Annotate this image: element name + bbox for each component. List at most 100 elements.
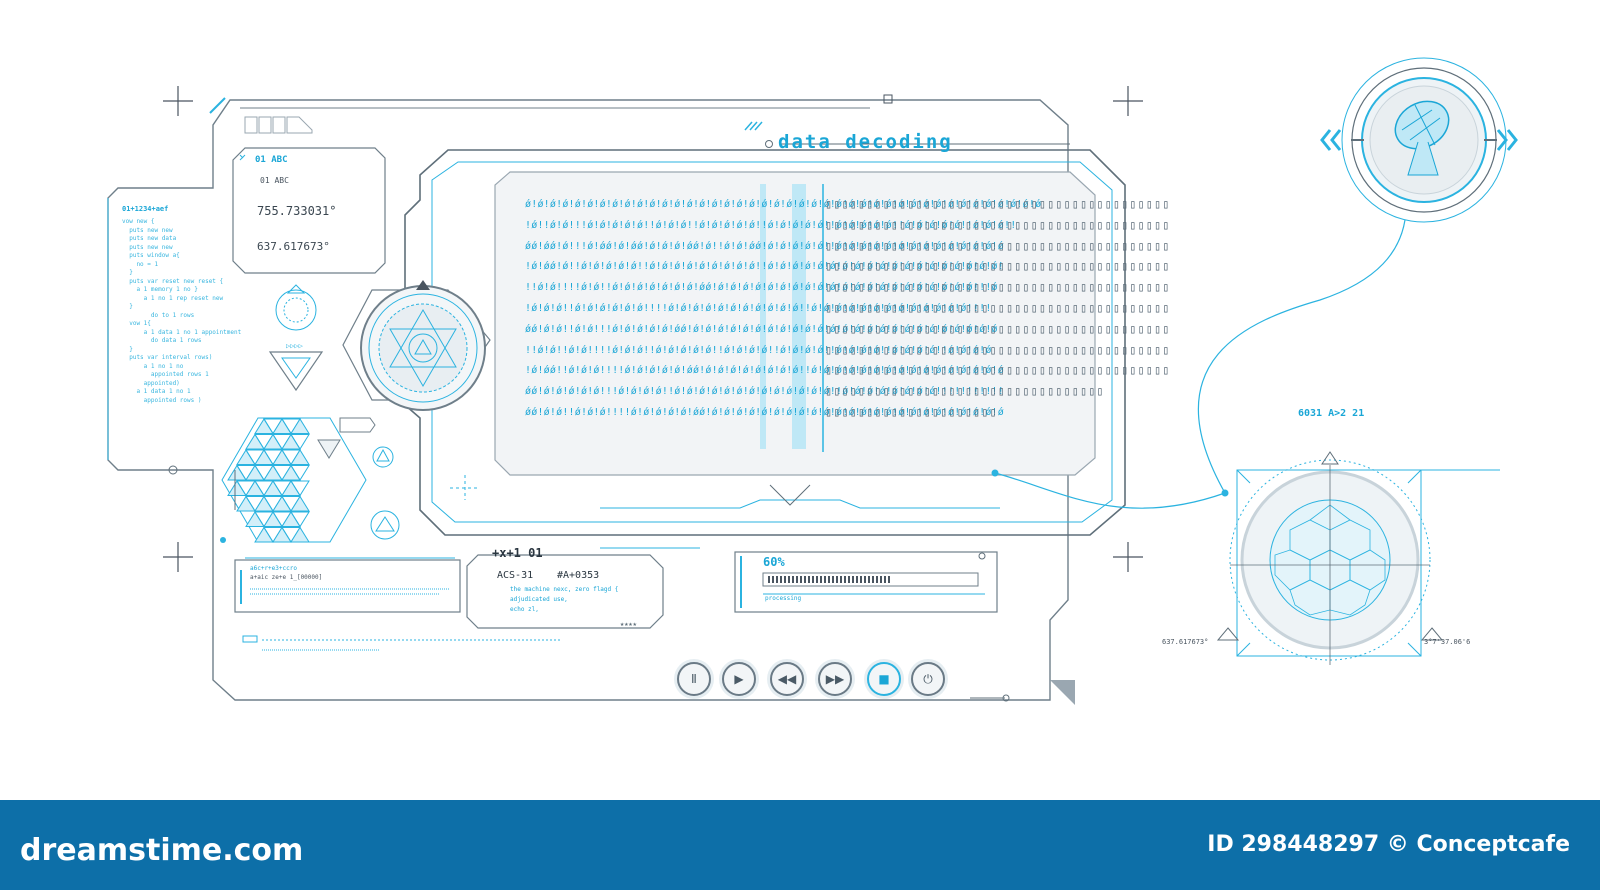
binary-row: ǃǃǿǃǿǃǃǿǃǿǃǃǃǃǿǃǿǃǿǃǃǿǃǿǃǿǃǿǃǿǃǃǿǃǿǃǿǃǿǃ…: [525, 344, 992, 356]
image-credit: ID 298448297 © Conceptcafe: [1207, 832, 1570, 857]
hex-triangle: [263, 433, 283, 450]
coord-panel-code: 01 ABC: [260, 176, 289, 185]
hex-triangle: [290, 526, 310, 543]
binary-row: ǃǿǃǿǃǿǃǃǿǃǿǃǿǃǿǃǿǃǿǃǃǃǃǿǃǿǃǿǃǿǃǿǃǿǃǿǃǿǃǿ…: [525, 303, 992, 314]
hex-triangle: [281, 480, 301, 496]
side-code-title: 01+1234+aef: [122, 205, 169, 213]
fast-forward-icon: ▶▶: [825, 672, 845, 686]
hex-triangle: [227, 464, 247, 481]
hex-triangle: [254, 526, 274, 543]
globe-radar-widget: [1216, 451, 1500, 665]
box-row: ▯▯▯▯▯▯▯▯▯▯▯▯▯▯▯▯▯▯▯▯▯▯▯▯▯▯▯▯▯▯▯▯▯▯▯▯▯▯▯▯…: [825, 301, 1171, 315]
mid-panel-line3: the machine nexc, zero flagd {: [510, 586, 619, 593]
hud-frame: ▷▷▷▷ ★★★★: [107, 57, 1518, 705]
box-row: ▯▯▯▯▯▯▯▯▯▯▯▯▯▯▯▯▯▯▯▯▯▯▯▯▯▯▯▯▯▯▯▯▯▯▯▯▯▯▯▯…: [825, 280, 1171, 295]
code-line: vow 1{: [122, 320, 151, 327]
rewind-button[interactable]: ◀◀: [770, 662, 804, 696]
stop-button[interactable]: ■: [867, 662, 901, 696]
code-line: a 1 no 1 no: [122, 362, 184, 370]
box-row: ▯▯▯▯▯▯▯▯▯▯▯▯▯▯▯▯▯▯▯▯▯▯▯▯▯▯▯▯▯▯▯▯▯▯▯▯▯▯▯▯…: [825, 321, 1171, 336]
hex-triangle: [254, 418, 274, 434]
header-title: data decoding: [778, 131, 953, 153]
radar-right-coord: 3°7'37.06'6: [1424, 638, 1471, 646]
code-line: appointed): [122, 379, 180, 387]
hex-triangle: [290, 418, 310, 434]
box-row: ▯▯▯▯▯▯▯▯▯▯▯▯▯▯▯▯▯▯▯▯▯▯▯▯▯▯▯▯▯▯▯▯▯▯▯▯▯▯▯▯…: [825, 259, 1171, 274]
code-line: puts new data: [122, 235, 177, 242]
hex-triangle: [281, 433, 301, 450]
binary-row: ǿǿǃǿǃǿǃǃǿǃǿǃǿǃǃǃǃǿǃǿǃǿǃǿǃǿǃǿǿǃǿǃǿǃǿǃǿǃǿǃ…: [525, 407, 1004, 418]
pause-icon: Ⅱ: [691, 672, 697, 686]
side-code-listing: vow new { puts new new puts new data put…: [122, 218, 241, 405]
screen-frame: [404, 149, 1126, 536]
crosshair-marks: [163, 86, 1143, 572]
code-line: no = 1: [122, 260, 159, 268]
box-row: ▯▯▯▯▯▯▯▯▯▯▯▯▯▯▯▯▯▯▯▯▯▯▯▯▯▯▯▯▯▯▯▯▯▯▯▯▯▯▯▯…: [825, 363, 1171, 378]
pause-button[interactable]: Ⅱ: [677, 662, 711, 696]
binary-row: ǿǿǃǿǃǿǃǃǿǃǿǃǃǃǿǃǿǃǿǃǿǃǿǃǿǿǃǿǃǿǃǿǃǿǃǿǃǿǃǿ…: [525, 323, 998, 335]
hex-triangle: [290, 465, 310, 481]
code-line: }: [122, 303, 133, 310]
code-line: }: [122, 269, 133, 276]
mid-panel-title: +x+1 01: [492, 546, 543, 560]
hex-triangle: [290, 434, 310, 450]
fast-forward-button[interactable]: ▶▶: [818, 662, 852, 696]
hex-triangle: [272, 418, 292, 434]
play-button[interactable]: ▶: [722, 662, 756, 696]
hud-interface: ▷▷▷▷ ★★★★: [107, 57, 1518, 705]
hex-triangle: [263, 464, 283, 481]
triangle-hexagon: [221, 417, 367, 543]
hex-triangle: [290, 480, 310, 497]
radar-label: 6031 A>2 21: [1298, 408, 1365, 419]
code-line: puts var reset new reset {: [122, 277, 224, 285]
bottom-code-line: a+aic ze+e 1_[00000]: [250, 574, 323, 581]
binary-row: ǃǿǃǿǿǃǃǿǃǿǃǿǃǃǃǃǿǃǿǃǿǃǿǃǿǃǿǿǃǿǃǿǃǿǃǿǃǿǃǿ…: [525, 365, 1004, 377]
hex-triangle: [236, 495, 256, 512]
code-line: puts window a{: [122, 252, 180, 259]
box-row: ▯▯▯▯▯▯▯▯▯▯▯▯▯▯▯▯▯▯▯▯▯▯▯▯▯▯▯▯▯▯▯▯▯▯▯▯▯▯▯▯…: [825, 197, 1171, 211]
mid-panel-code-b: #A+0353: [557, 570, 600, 581]
power-button[interactable]: ⏻: [911, 662, 945, 696]
code-line: appointed rows ): [122, 396, 202, 404]
hex-triangle: [290, 449, 310, 465]
hex-triangle: [272, 449, 292, 465]
box-row: ▯▯▯▯▯▯▯▯▯▯▯▯▯▯▯▯▯▯▯▯▯▯▯▯▯▯▯▯▯▯▯▯▯▯▯▯▯▯▯▯…: [825, 238, 1171, 253]
hex-triangle: [281, 511, 301, 527]
code-line: vow new {: [122, 218, 155, 225]
hex-triangle: [290, 511, 310, 528]
progress-fill: [766, 576, 892, 583]
mid-panel-line5: echo zl,: [510, 606, 539, 613]
hex-triangle: [263, 480, 283, 496]
hex-triangle: [263, 511, 283, 527]
progress-panel: [734, 551, 998, 613]
svg-text:★★★★: ★★★★: [620, 620, 638, 628]
progress-sub: processing: [765, 595, 802, 602]
box-row: ▯▯▯▯▯▯▯▯▯▯▯▯▯▯▯▯▯▯▯▯▯▯▯▯▯▯▯▯▯▯▯▯▯▯▯▯▯▯▯▯…: [825, 217, 1171, 232]
code-line: a 1 memory 1 no }: [122, 286, 198, 293]
mid-code-panel: [466, 554, 664, 629]
power-icon: ⏻: [923, 671, 933, 686]
hex-triangle: [254, 495, 274, 512]
code-line: a 1 data 1 no 1: [122, 388, 191, 395]
coord-value-2: 637.617673°: [257, 240, 330, 253]
code-line: puts new new: [122, 243, 173, 251]
box-row: ▯▯▯▯▯▯▯▯▯▯▯▯▯▯▯▯▯▯▯▯▯: [825, 405, 998, 419]
binary-row: ǿǿǃǿǃǿǃǿǃǿǃǿǃǃǃǿǃǿǃǿǃǿǃǃǿǃǿǃǿǃǿǃǿǃǿǃǿǃǿǃ…: [525, 386, 1004, 398]
mid-panel-code-a: ACS-31: [497, 570, 534, 581]
box-row: ▯▯▯▯▯▯▯▯▯▯▯▯▯▯▯▯▯▯▯▯▯▯▯▯▯▯▯▯▯▯▯▯▯▯▯▯▯▯▯▯…: [825, 342, 1171, 357]
code-line: puts new new: [122, 226, 173, 234]
radar-left-coord: 637.617673°: [1162, 638, 1209, 646]
stop-icon: ■: [878, 672, 890, 686]
hex-triangle: [236, 449, 256, 465]
code-line: a 1 data 1 no 1 appointment: [122, 328, 242, 336]
hex-triangle: [227, 480, 247, 496]
code-line: puts var interval rows): [122, 354, 213, 361]
svg-text:▷▷▷▷: ▷▷▷▷: [286, 342, 304, 350]
binary-row: ǃǿǃǿǿǃǿǃǃǿǃǿǃǿǃǿǃǿǃǃǿǃǿǃǿǃǿǃǿǃǿǃǿǃǿǃǿǃǃǿ…: [525, 261, 1004, 273]
code-line: }: [122, 345, 133, 353]
coord-value-1: 755.733031°: [257, 204, 337, 218]
code-line: do data 1 rows: [122, 337, 202, 344]
binary-row: ǿǿǃǿǿǃǿǃǃǃǿǃǿǿǃǿǃǿǿǃǿǃǿǃǿǃǿǿǃǿǃǃǿǃǿǃǿǿǃǿ…: [525, 240, 1004, 252]
coord-panel-label: 01 ABC: [255, 155, 288, 165]
box-row: ▯▯▯▯▯▯▯▯▯▯▯▯▯▯▯▯▯▯▯▯▯▯▯▯▯▯▯▯▯▯▯▯▯▯: [825, 384, 1105, 399]
